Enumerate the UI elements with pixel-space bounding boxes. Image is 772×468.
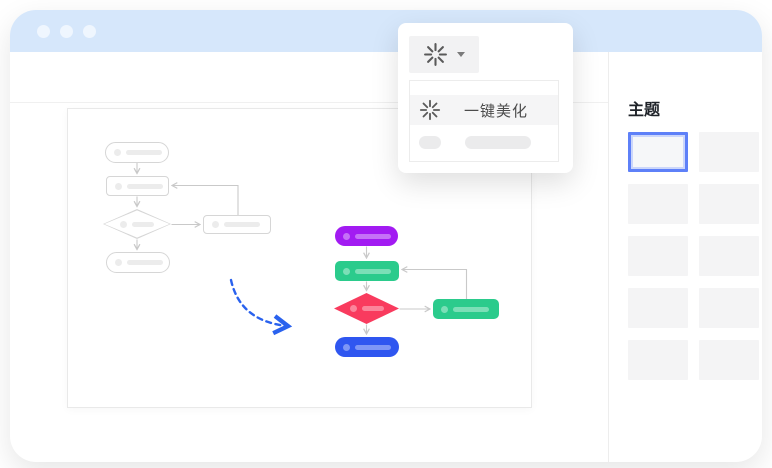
beautify-dropdown-panel: 一键美化 [398,23,573,173]
menu-item-label: 一键美化 [464,102,529,120]
theme-thumbnail[interactable] [699,184,759,224]
flow-before-branch-node[interactable] [203,215,271,234]
flow-after-process-node[interactable] [335,261,399,281]
window-header [10,10,762,52]
flow-before-decision-node[interactable] [103,209,171,239]
toolbar-strip [10,52,608,103]
placeholder-pill [419,136,441,149]
caret-down-icon [457,52,465,57]
flow-before-process-node[interactable] [106,176,169,196]
theme-thumbnail[interactable] [699,236,759,276]
window-control-dot [83,24,96,38]
menu-item-one-click-beautify[interactable]: 一键美化 [410,95,558,125]
theme-thumbnail[interactable] [699,132,759,172]
placeholder-pill [465,136,531,149]
flow-before-end-node[interactable] [106,252,170,273]
theme-thumbnail[interactable] [628,288,688,328]
theme-thumbnail[interactable] [628,184,688,224]
beautify-transform-arrow [229,278,293,336]
sparkle-burst-icon [419,99,441,121]
sparkle-burst-icon [424,43,447,66]
theme-sidebar: 主题 [608,52,762,462]
beautify-menu: 一键美化 [409,80,559,162]
sidebar-title: 主题 [628,102,661,119]
theme-thumbnail[interactable] [628,340,688,380]
window-control-dot [37,24,50,38]
theme-thumbnail[interactable] [699,340,759,380]
theme-thumbnail[interactable] [699,288,759,328]
flow-after-branch-node[interactable] [433,299,499,319]
flow-after-decision-node[interactable] [334,293,399,324]
theme-grid [628,132,759,380]
menu-placeholder-row [419,136,531,149]
flow-after-start-node[interactable] [335,226,398,246]
app-window: 一键美化 主题 [10,10,762,462]
flow-before-start-node[interactable] [105,142,169,163]
beautify-button[interactable] [409,36,479,73]
window-control-dot [60,24,73,38]
flow-after-end-node[interactable] [335,337,399,357]
theme-thumbnail[interactable] [628,236,688,276]
theme-thumbnail[interactable] [628,132,688,172]
